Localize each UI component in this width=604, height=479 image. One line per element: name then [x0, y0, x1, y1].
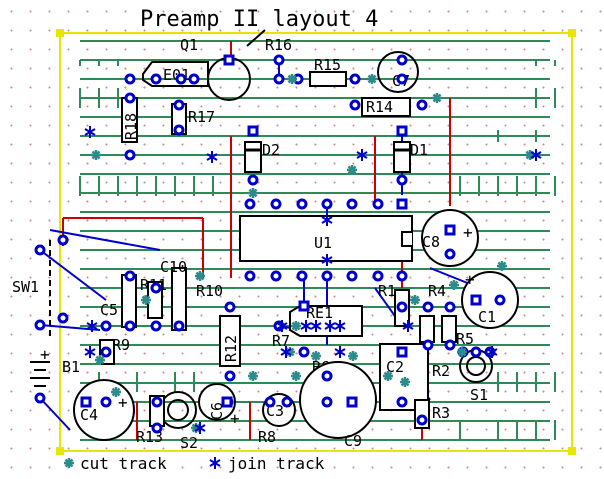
svg-text:+: + [463, 223, 473, 242]
c2-label: C2 [386, 358, 404, 376]
c8-label: C8 [422, 233, 440, 251]
b1-label: B1 [62, 358, 80, 376]
c10-label: C10 [160, 258, 187, 276]
s1-label: S1 [470, 386, 488, 404]
r4-label: R4 [428, 282, 446, 300]
pads [34, 54, 506, 434]
svg-text:+: + [40, 345, 50, 364]
r3-label: R3 [432, 404, 450, 422]
wire-links-red [62, 41, 451, 440]
legend-cut-label: cut track [80, 454, 167, 473]
c1-label: C1 [478, 308, 496, 326]
r16-label: R16 [265, 36, 292, 54]
q1-label: Q1 [180, 36, 198, 54]
r17-label: R17 [188, 108, 215, 126]
legend-join-label: join track [228, 454, 325, 473]
c5-label: C5 [100, 301, 118, 319]
svg-text:+: + [465, 270, 475, 289]
d2-label: D2 [262, 141, 280, 159]
r12-label: R12 [222, 335, 240, 362]
svg-text:+: + [230, 409, 240, 428]
c9-label: C9 [344, 432, 362, 450]
track-stubs [79, 60, 556, 440]
page-title: Preamp II layout 4 [140, 7, 378, 32]
r18-label: R18 [122, 113, 140, 140]
r14-label: R14 [366, 98, 393, 116]
r2-label: R2 [432, 362, 450, 380]
s2-label: S2 [180, 434, 198, 452]
re1-label: RE1 [306, 304, 333, 322]
d1-label: D1 [410, 141, 428, 159]
u1-label: U1 [314, 234, 332, 252]
r5-label: R5 [456, 330, 474, 348]
c4-label: C4 [80, 406, 98, 424]
r1-label: R1 [378, 282, 396, 300]
r15-label: R15 [314, 56, 341, 74]
r9-label: R9 [112, 336, 130, 354]
r8-label: R8 [258, 428, 276, 446]
svg-text:+: + [118, 393, 128, 412]
r7-label: R7 [272, 332, 290, 350]
r10-label: R10 [196, 282, 223, 300]
sw1-label: SW1 [12, 278, 39, 296]
